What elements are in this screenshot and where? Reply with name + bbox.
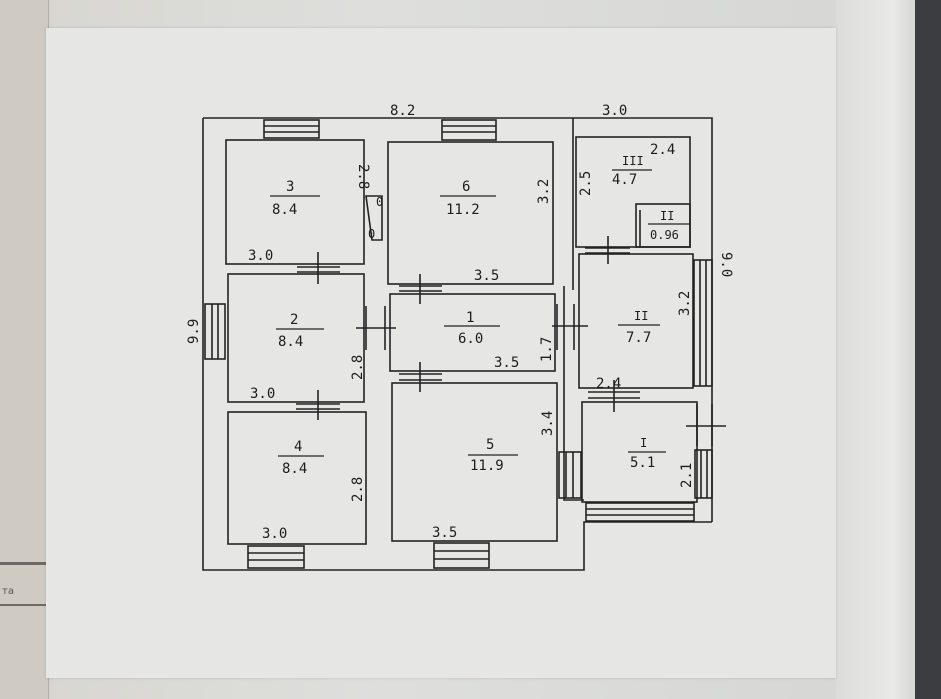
dim-left-height: 9.9 bbox=[186, 319, 202, 344]
room-outline-4 bbox=[227, 411, 367, 545]
room-area-5: 11.9 bbox=[470, 458, 504, 474]
label-lines bbox=[270, 169, 690, 457]
room-number-6: 6 bbox=[462, 179, 470, 195]
room-3-height: 2.8 bbox=[355, 164, 371, 189]
footer-label: та bbox=[2, 586, 14, 597]
room-5-width: 3.5 bbox=[432, 525, 457, 541]
door-mark: 0 bbox=[368, 227, 375, 241]
room-number-3: 3 bbox=[286, 179, 294, 195]
outer-wall bbox=[203, 117, 713, 522]
room-outline-1 bbox=[389, 293, 556, 372]
room-outline-I bbox=[581, 401, 698, 503]
wall bbox=[563, 286, 584, 501]
room-area-1: 6.0 bbox=[458, 331, 483, 347]
room-6-width: 3.5 bbox=[474, 268, 499, 284]
left-document-stack: та bbox=[0, 0, 49, 699]
dim-right-height: 9.0 bbox=[718, 252, 734, 277]
room-area-I: 5.1 bbox=[630, 455, 655, 471]
room-number-2: 2 bbox=[290, 312, 298, 328]
room-area-III: 4.7 bbox=[612, 172, 637, 188]
room-area-2: 8.4 bbox=[278, 334, 303, 350]
divider bbox=[0, 604, 48, 606]
room-number-1: 1 bbox=[466, 310, 474, 326]
room-4-width: 3.0 bbox=[262, 526, 287, 542]
door-ticks bbox=[296, 195, 726, 446]
room-outline-2 bbox=[227, 273, 365, 403]
outer-wall bbox=[202, 118, 712, 571]
room-1-height: 1.7 bbox=[539, 337, 555, 362]
room-number-4: 4 bbox=[294, 439, 302, 455]
room-3-width: 3.0 bbox=[248, 248, 273, 264]
window-marks bbox=[204, 119, 713, 569]
room-5-height: 3.4 bbox=[540, 411, 556, 436]
room-number-II: II bbox=[634, 309, 648, 323]
room-outline-II bbox=[578, 253, 694, 389]
room-area-6: 11.2 bbox=[446, 202, 480, 218]
room-2-width: 3.0 bbox=[250, 386, 275, 402]
room-area-4: 8.4 bbox=[282, 461, 307, 477]
divider bbox=[0, 562, 48, 565]
room-outline-3 bbox=[225, 139, 365, 265]
room-II-height: 3.2 bbox=[677, 291, 693, 316]
dim-top-main: 8.2 bbox=[390, 103, 415, 119]
room-6-height: 3.2 bbox=[536, 179, 552, 204]
room-outline-III bbox=[575, 136, 691, 248]
room-area-II: 7.7 bbox=[626, 330, 651, 346]
room-III-width: 2.4 bbox=[650, 142, 675, 158]
room-outline-6 bbox=[387, 141, 554, 285]
room-number-I: I bbox=[640, 436, 647, 450]
dim-top-annex: 3.0 bbox=[602, 103, 627, 119]
room-area-3: 8.4 bbox=[272, 202, 297, 218]
room-outline-5 bbox=[391, 382, 558, 542]
dark-edge bbox=[915, 0, 941, 699]
room-I-height: 2.1 bbox=[679, 463, 695, 488]
room-number-II-small: II bbox=[660, 209, 674, 223]
room-2-height: 2.8 bbox=[350, 355, 366, 380]
room-II-width: 2.4 bbox=[596, 376, 621, 392]
room-1-width: 3.5 bbox=[494, 355, 519, 371]
room-4-height: 2.8 bbox=[350, 477, 366, 502]
room-outline-II-small bbox=[635, 203, 691, 248]
room-number-III: III bbox=[622, 154, 644, 168]
room-number-5: 5 bbox=[486, 437, 494, 453]
door-mark: 0 bbox=[376, 195, 383, 209]
room-III-height: 2.5 bbox=[578, 171, 594, 196]
room-area-II-small: 0.96 bbox=[650, 228, 679, 242]
